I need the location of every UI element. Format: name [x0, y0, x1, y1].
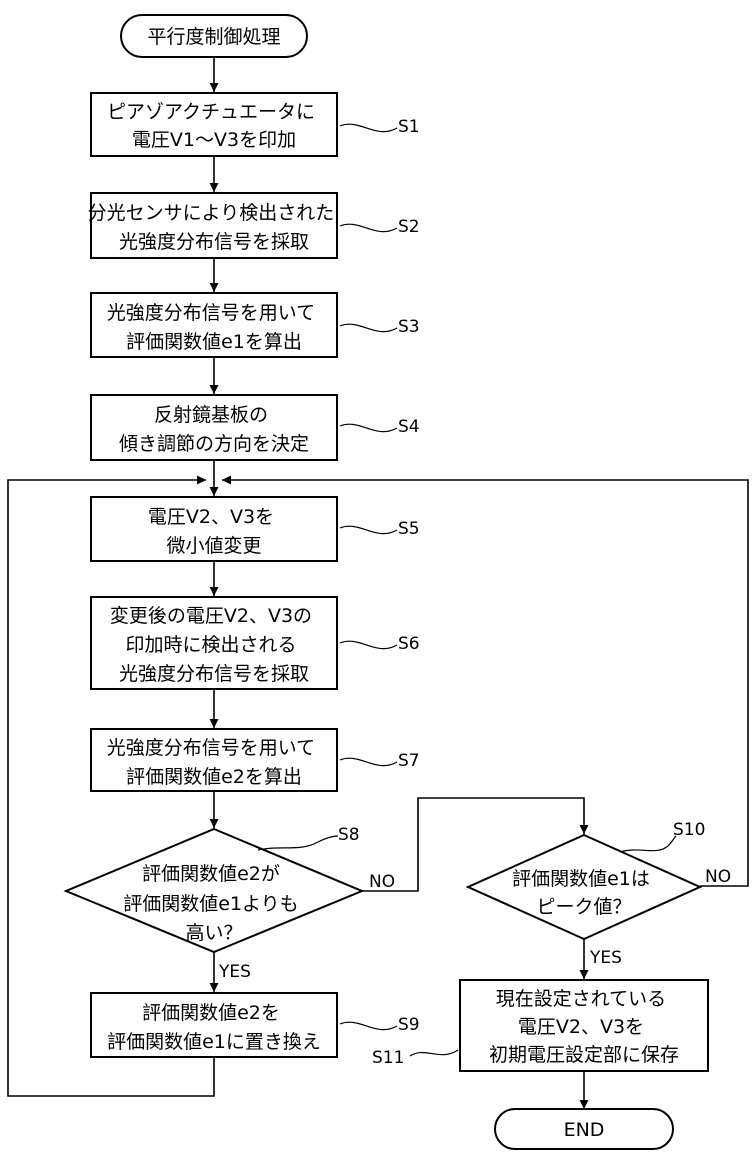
s3-leader [340, 324, 397, 331]
s9-leader [340, 1022, 397, 1029]
s5-tag: S5 [398, 519, 420, 539]
s11-leader [410, 1050, 458, 1056]
s7-tag: S7 [398, 751, 420, 771]
s8-no-label: NO [369, 872, 395, 892]
s11-tag: S11 [372, 1048, 404, 1068]
s10-no-label: NO [705, 867, 731, 887]
s9-tag: S9 [398, 1015, 420, 1035]
s3-tag: S3 [398, 317, 420, 337]
s2-tag: S2 [398, 217, 420, 237]
s10-leader [620, 836, 676, 852]
s2-leader [340, 224, 397, 231]
s7-leader [340, 758, 397, 765]
s10-tag: S10 [673, 820, 705, 840]
s8-tag: S8 [338, 825, 360, 845]
s6-tag: S6 [398, 634, 420, 654]
s10-yes-label: YES [589, 948, 622, 968]
decision-s8-text: 評価関数値e2が 評価関数値e1よりも 高い？ [123, 863, 304, 944]
s5-leader [340, 526, 397, 533]
s8-leader [258, 836, 338, 850]
start-label: 平行度制御処理 [147, 26, 280, 48]
s8-yes-label: YES [218, 962, 251, 982]
end-label: END [564, 1119, 605, 1141]
s4-leader [340, 424, 397, 431]
s4-tag: S4 [398, 417, 420, 437]
s6-leader [340, 641, 397, 648]
step-s6-text: 変更後の電圧V2、V3の 印加時に検出される 光強度分布信号を採取 [110, 605, 318, 685]
s1-tag: S1 [398, 117, 420, 137]
s1-leader [340, 124, 397, 131]
